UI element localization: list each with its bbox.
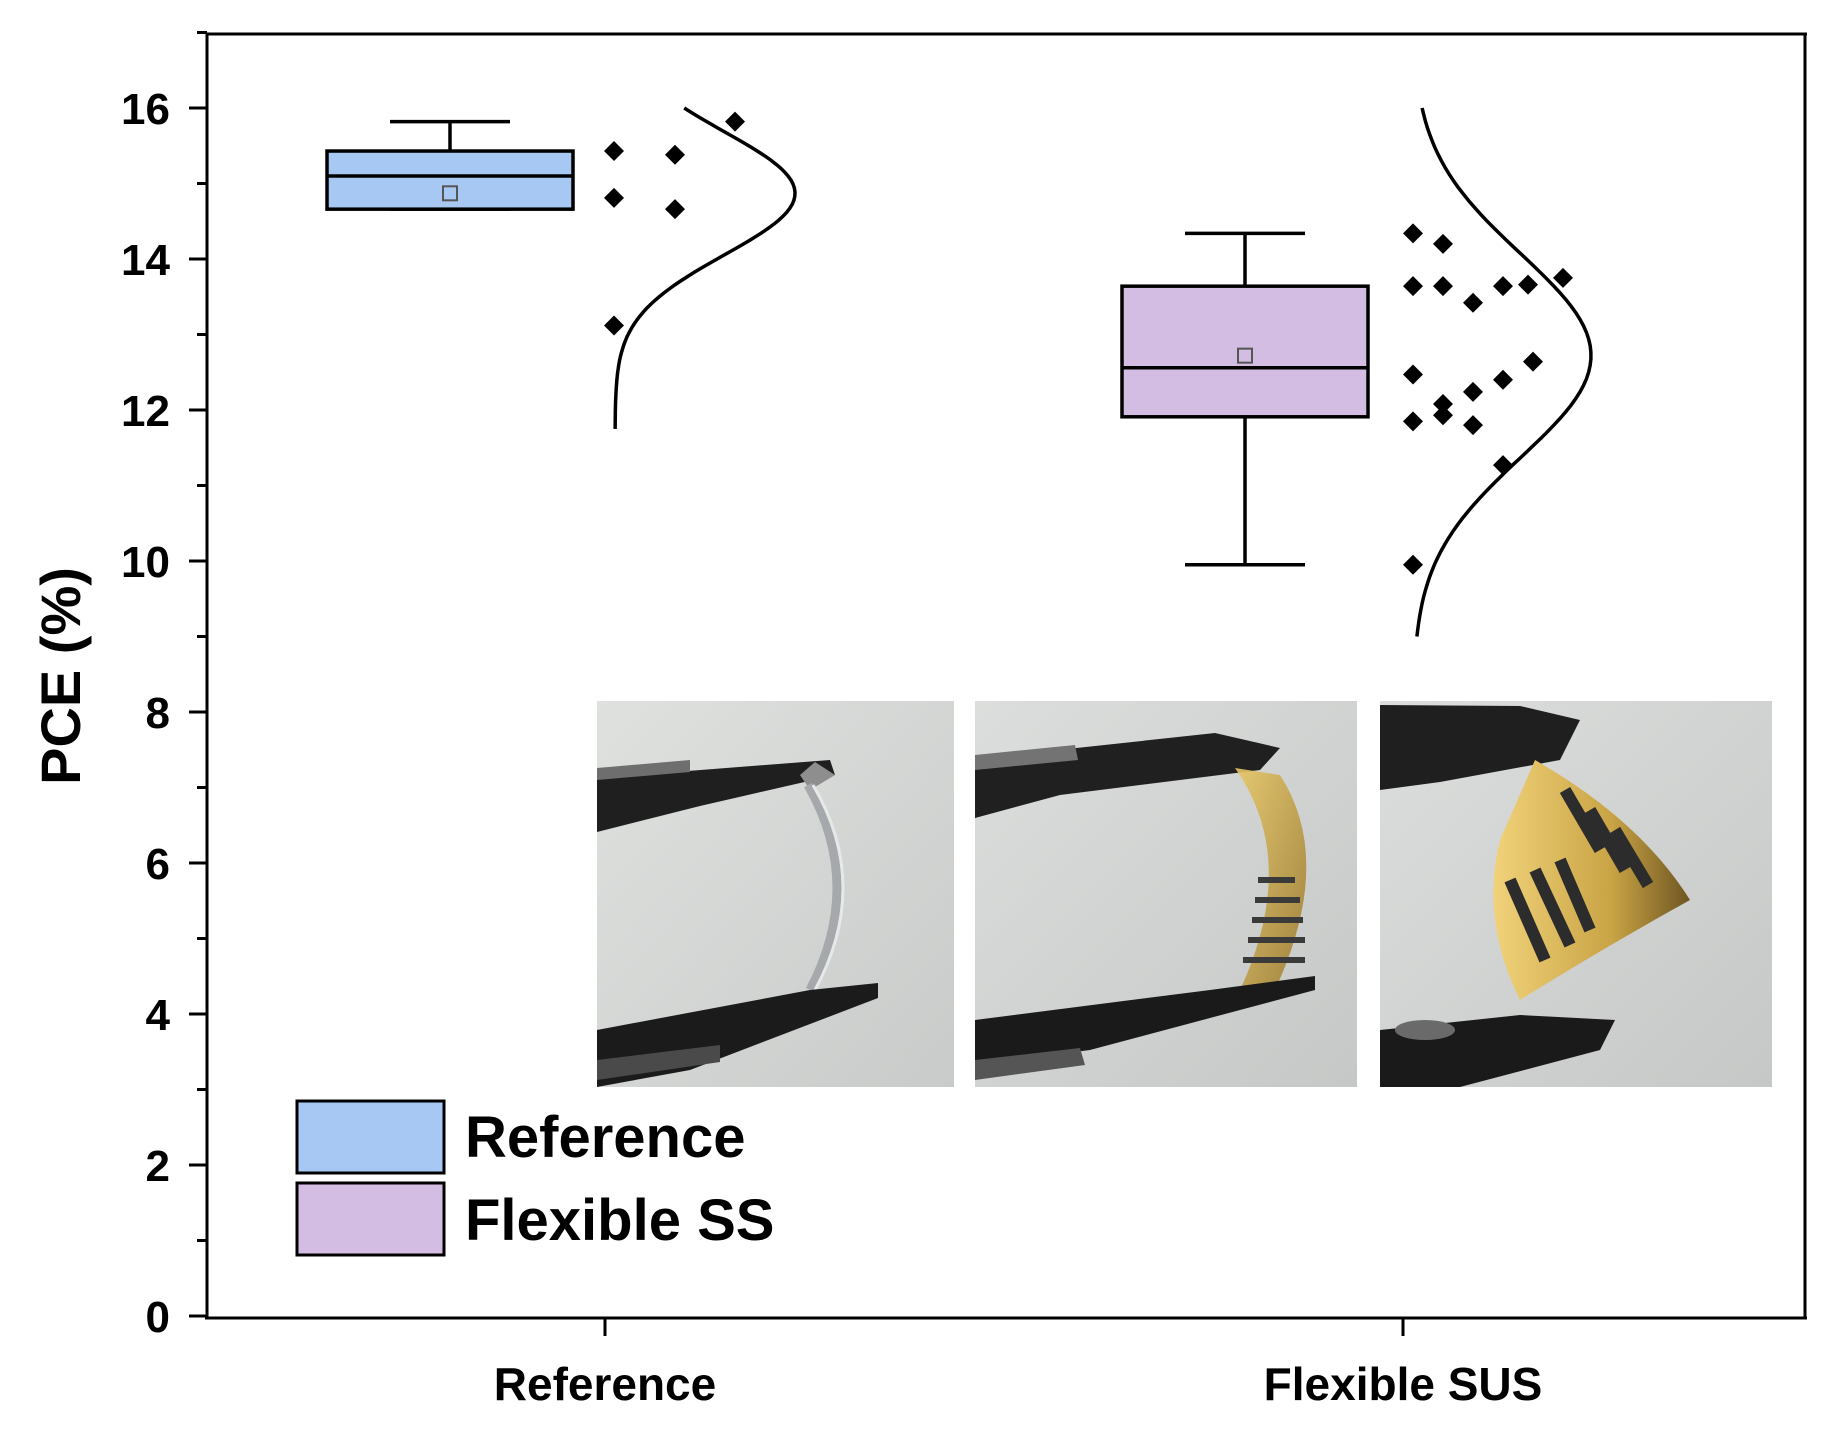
data-point: [1523, 351, 1543, 372]
mean-marker: [442, 185, 458, 202]
data-point: [1518, 274, 1538, 295]
y-tick-label: 2: [146, 1142, 170, 1191]
inset-photo-flexible-1: [975, 701, 1357, 1087]
legend: Reference Flexible SS: [295, 1099, 774, 1257]
data-point: [1403, 223, 1423, 244]
distribution-curve: [613, 106, 797, 429]
data-point: [725, 111, 745, 132]
distribution-curve: [1415, 107, 1593, 637]
plot-frame: [205, 32, 1807, 1320]
data-point: [1403, 554, 1423, 575]
data-point: [1463, 415, 1483, 436]
legend-swatch-reference: [295, 1099, 446, 1175]
legend-swatch-flexible-ss: [295, 1181, 446, 1257]
data-point: [665, 199, 685, 220]
box-flexible-sus: [1120, 107, 1593, 637]
inset-photo-flexible-2: [1380, 701, 1772, 1087]
box-iqr: [1120, 284, 1370, 419]
data-point: [604, 315, 624, 336]
box-reference: [325, 106, 797, 429]
data-point: [1433, 405, 1453, 426]
y-axis-label: PCE (%): [29, 567, 92, 785]
y-tick-label: 12: [121, 387, 170, 436]
data-point: [1493, 276, 1513, 297]
data-point: [665, 144, 685, 165]
y-tick-label: 8: [146, 689, 170, 738]
x-tick-label: Flexible SUS: [1264, 1358, 1543, 1410]
legend-label-reference: Reference: [465, 1105, 745, 1170]
y-tick-label: 6: [146, 840, 170, 889]
y-tick-label: 0: [146, 1293, 170, 1342]
y-tick-label: 16: [121, 85, 170, 134]
inset-photo-reference: [597, 701, 954, 1087]
data-point: [1463, 292, 1483, 313]
data-point: [1403, 276, 1423, 297]
y-tick-label: 4: [146, 991, 171, 1040]
y-tick-label: 14: [121, 236, 170, 285]
legend-label-flexible-ss: Flexible SS: [465, 1188, 774, 1253]
data-point: [1463, 381, 1483, 402]
y-tick-label: 10: [121, 538, 170, 587]
data-point: [1493, 369, 1513, 390]
mean-marker: [1237, 347, 1253, 364]
data-point: [1433, 233, 1453, 254]
data-point: [1403, 411, 1423, 432]
box-plots: [325, 106, 1593, 637]
data-point: [604, 187, 624, 208]
data-point: [1403, 364, 1423, 385]
data-point: [1553, 267, 1573, 288]
data-point: [604, 141, 624, 162]
y-axis-ticks: 0 2 4 6 8 10 12 14 16: [121, 31, 207, 1342]
x-tick-label: Reference: [494, 1358, 716, 1410]
data-point: [1433, 393, 1453, 414]
x-axis-ticks: Reference Flexible SUS: [494, 1318, 1543, 1410]
data-point: [1433, 276, 1453, 297]
